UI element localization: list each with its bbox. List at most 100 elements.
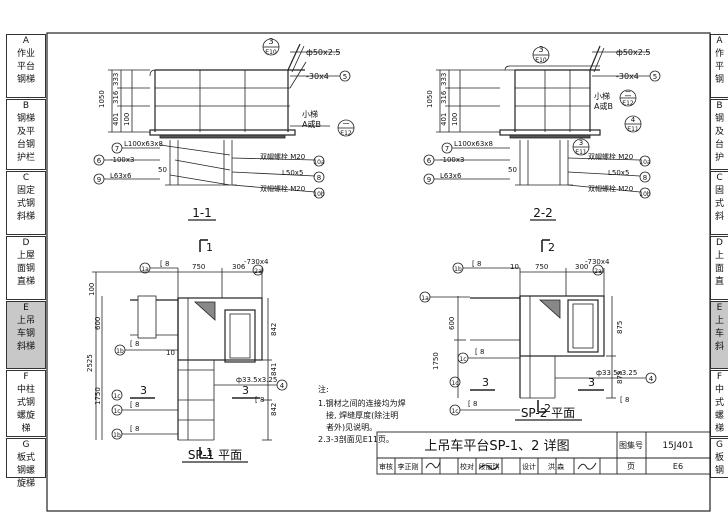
right-chapter-tab-g[interactable]: G板钢旋	[710, 438, 728, 478]
chapter-tab-line: 式钢	[16, 199, 35, 209]
right-chapter-tab-letter: B	[716, 101, 723, 111]
chapter-tab-line: 面钢	[16, 264, 35, 274]
right-chapter-tab-line: 板	[714, 453, 724, 463]
chapter-tab-line: 固定	[16, 186, 35, 196]
right-chapter-tab-letter: G	[716, 440, 723, 450]
drawing-title: 上吊车平台SP-1、2 详图	[424, 438, 569, 454]
sec2-bubble-mid-ref: E11	[627, 126, 639, 133]
sec1-callout-8: 8	[317, 174, 321, 182]
sec2-bubble-low-ref: E11	[575, 149, 587, 156]
sec2-bubble-side-num: 二	[625, 90, 632, 98]
plan1-dim-750: 750	[192, 263, 205, 271]
plan2-dim-1750: 1750	[432, 352, 440, 370]
section-2-2-drawing	[423, 45, 661, 221]
right-chapter-tab-line: 面	[714, 264, 724, 274]
plan1-pipe: ф33.5x3.25	[236, 376, 277, 384]
sec2-callout-9: 9	[427, 176, 431, 184]
notes: 注: 1.钢材之间的连接均为焊 接, 焊缝厚度(除注明 者外)见说明。 2.3-…	[318, 384, 406, 444]
right-chapter-tab-line: 车	[714, 329, 724, 339]
sec2-dim-333: 333	[440, 73, 448, 86]
plan1-callout-1c-a: 1c	[113, 393, 120, 400]
check-name: 段丽琪	[479, 462, 500, 471]
notes-heading: 注:	[318, 384, 329, 394]
chapter-tab-line: 钢梯	[16, 114, 35, 124]
drawing-frame	[46, 32, 711, 512]
notes-line-4: 2.3-3剖面见E11页。	[318, 434, 394, 444]
plan2-dim-600: 600	[448, 317, 456, 330]
plan1-cut-top: 1	[206, 241, 213, 254]
sec2-bubble-top-ref: E10	[535, 57, 547, 64]
chapter-tab-line: 平台	[16, 62, 35, 72]
sec1-dim-100: 100	[123, 113, 131, 126]
review-label: 审核	[379, 462, 393, 471]
sec1-ladder-note: 小梯	[302, 109, 318, 119]
plan1-channel-right: [ 8	[255, 396, 264, 404]
plan-sp2-drawing	[419, 239, 657, 421]
sec2-callout-7: 7	[445, 145, 449, 153]
page-value: E6	[673, 462, 683, 471]
plan2-dim-10: 10	[510, 263, 519, 271]
notes-line-1: 1.钢材之间的连接均为焊	[318, 398, 406, 408]
plan1-callout-1c-b: 1c	[113, 408, 120, 415]
right-chapter-tab-line: 斜	[714, 212, 724, 222]
sec1-callout-10b: 10b	[313, 191, 325, 198]
chapter-tab-line: 中柱	[16, 385, 35, 395]
plan1-title: SP-1 平面	[188, 448, 242, 462]
sec1-dim-1050: 1050	[98, 90, 106, 108]
plan2-callout-4: 4	[649, 375, 654, 383]
sec1-bubble-side-ref: E12	[340, 130, 352, 137]
right-chapter-tab-line: 台	[714, 140, 724, 150]
right-chapter-tab-line: 螺	[714, 411, 724, 421]
sec2-bar-label: -30x4	[616, 72, 639, 81]
chapter-tab-line: 及平	[16, 127, 35, 137]
plan1-dim-1750: 1750	[94, 387, 102, 405]
right-chapter-tab-line: 钢	[714, 114, 724, 124]
chapter-tab-line: 车钢	[16, 329, 35, 339]
chapter-tab-letter: G	[22, 440, 30, 450]
sec1-bubble-side-num: 一	[343, 120, 350, 128]
atlas-value: 15J401	[662, 441, 693, 451]
sec1-title: 1-1	[192, 206, 212, 220]
plan2-callout-1c-c: 1c	[451, 408, 458, 415]
chapter-tab-letter: A	[22, 36, 30, 46]
plan1-callout-1b-b: 1b	[113, 432, 121, 439]
sec2-ladder-note: 小梯	[594, 91, 610, 101]
chapter-tab-line: 斜梯	[16, 342, 35, 352]
sec2-dim-316: 316	[440, 90, 448, 104]
design-label: 设计	[522, 462, 536, 471]
sec2-bubble-side-ref: E12	[622, 100, 634, 107]
chapter-tab-letter: F	[23, 372, 29, 382]
sec1-bar-label: -30x4	[306, 72, 329, 81]
sec2-angle3: L50x5	[608, 169, 629, 177]
plan1-dim-841: 841	[270, 363, 278, 376]
plan-sp2-labels: 2 2 3 3 10 750 300 -730x4 2a 1b [ 8 1a 1…	[421, 241, 654, 420]
plan-sp1-labels: 1 1 3 3 750 306 -730x4 2a 1a [ 8 1b [ 8 …	[86, 241, 285, 462]
plan1-channel-bot: [ 8	[130, 425, 139, 433]
title-block-text: 上吊车平台SP-1、2 详图 图集号 15J401 页 E6 审核 李正刚 校对…	[379, 438, 694, 471]
plan1-dim-306: 306	[232, 263, 246, 271]
sec2-bubble-mid-num: 4	[631, 116, 636, 124]
chapter-tab-line: 旋梯	[16, 479, 35, 489]
sec2-callout-10b: 10b	[639, 191, 651, 198]
plan1-dim-842b: 842	[270, 403, 278, 416]
page-label: 页	[627, 462, 635, 471]
plan2-dim-875a: 875	[616, 321, 624, 334]
chapter-tab-letter: C	[22, 173, 30, 183]
plan1-callout-1b: 1b	[116, 348, 124, 355]
sec2-bolt1: 双帽螺栓 M20	[588, 152, 633, 161]
plan1-dim-100: 100	[88, 283, 96, 296]
sec1-callout-6: 6	[97, 157, 102, 165]
chapter-tab-line: 上吊	[16, 316, 35, 326]
check-label: 校对	[460, 462, 474, 471]
